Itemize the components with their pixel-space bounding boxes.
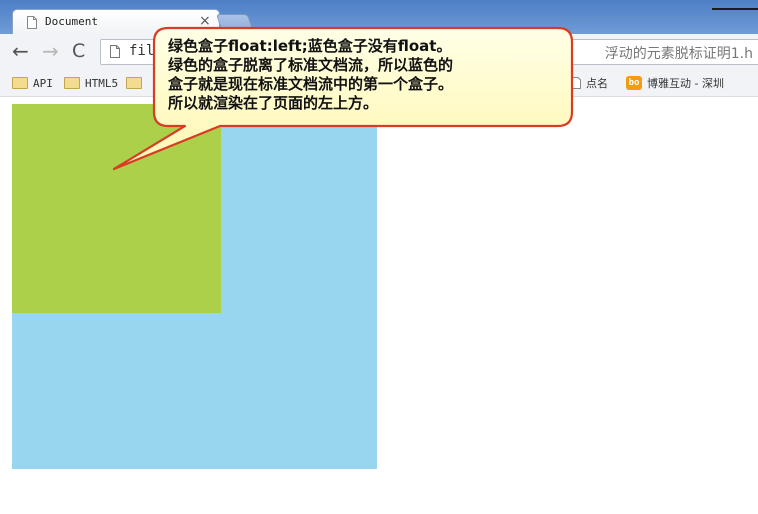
bookmark-label: 博雅互动 - 深圳 [647, 77, 724, 90]
green-box [12, 104, 221, 313]
bookmark-html5[interactable]: HTML5 [64, 75, 118, 91]
bookmark-label: 点名 [586, 77, 608, 90]
folder-icon [12, 77, 28, 89]
close-icon[interactable]: × [199, 13, 211, 29]
callout-line: 盒子就是现在标准文档流中的第一个盒子。 [168, 75, 454, 93]
callout-line: 绿色盒子float:left;蓝色盒子没有float。 [168, 37, 452, 55]
tab-title: Document [45, 15, 98, 28]
browser-titlebar: Document × [0, 0, 758, 35]
bookmark-boyaa[interactable]: bo 博雅互动 - 深圳 [626, 75, 724, 91]
reload-button[interactable]: C [72, 40, 86, 62]
bookmark-dianming[interactable]: 点名 [572, 75, 608, 91]
bookmark-label: API [33, 76, 53, 90]
address-url: fil [129, 43, 155, 59]
page-icon [572, 77, 581, 89]
folder-icon [126, 77, 142, 89]
bookmark-api[interactable]: API [12, 75, 53, 91]
document-icon [27, 16, 37, 29]
address-url-tail: 浮动的元素脱标证明1.h [604, 46, 753, 62]
back-button[interactable]: ← [12, 39, 29, 63]
folder-icon [64, 77, 80, 89]
new-tab-button[interactable] [215, 14, 255, 33]
callout-line: 所以就渲染在了页面的左上方。 [168, 94, 379, 112]
callout-text: 绿色盒子float:left;蓝色盒子没有float。 绿色的盒子脱离了标准文档… [168, 37, 568, 113]
window-edge [712, 8, 758, 10]
forward-button[interactable]: → [42, 39, 59, 63]
bookmark-label: HTML5 [85, 76, 119, 90]
tab-document[interactable]: Document × [12, 9, 220, 35]
callout-line: 绿色的盒子脱离了标准文档流，所以蓝色的 [168, 56, 454, 74]
page-icon [110, 45, 120, 58]
bookmark-folder[interactable] [126, 75, 147, 91]
bo-icon: bo [626, 76, 642, 90]
